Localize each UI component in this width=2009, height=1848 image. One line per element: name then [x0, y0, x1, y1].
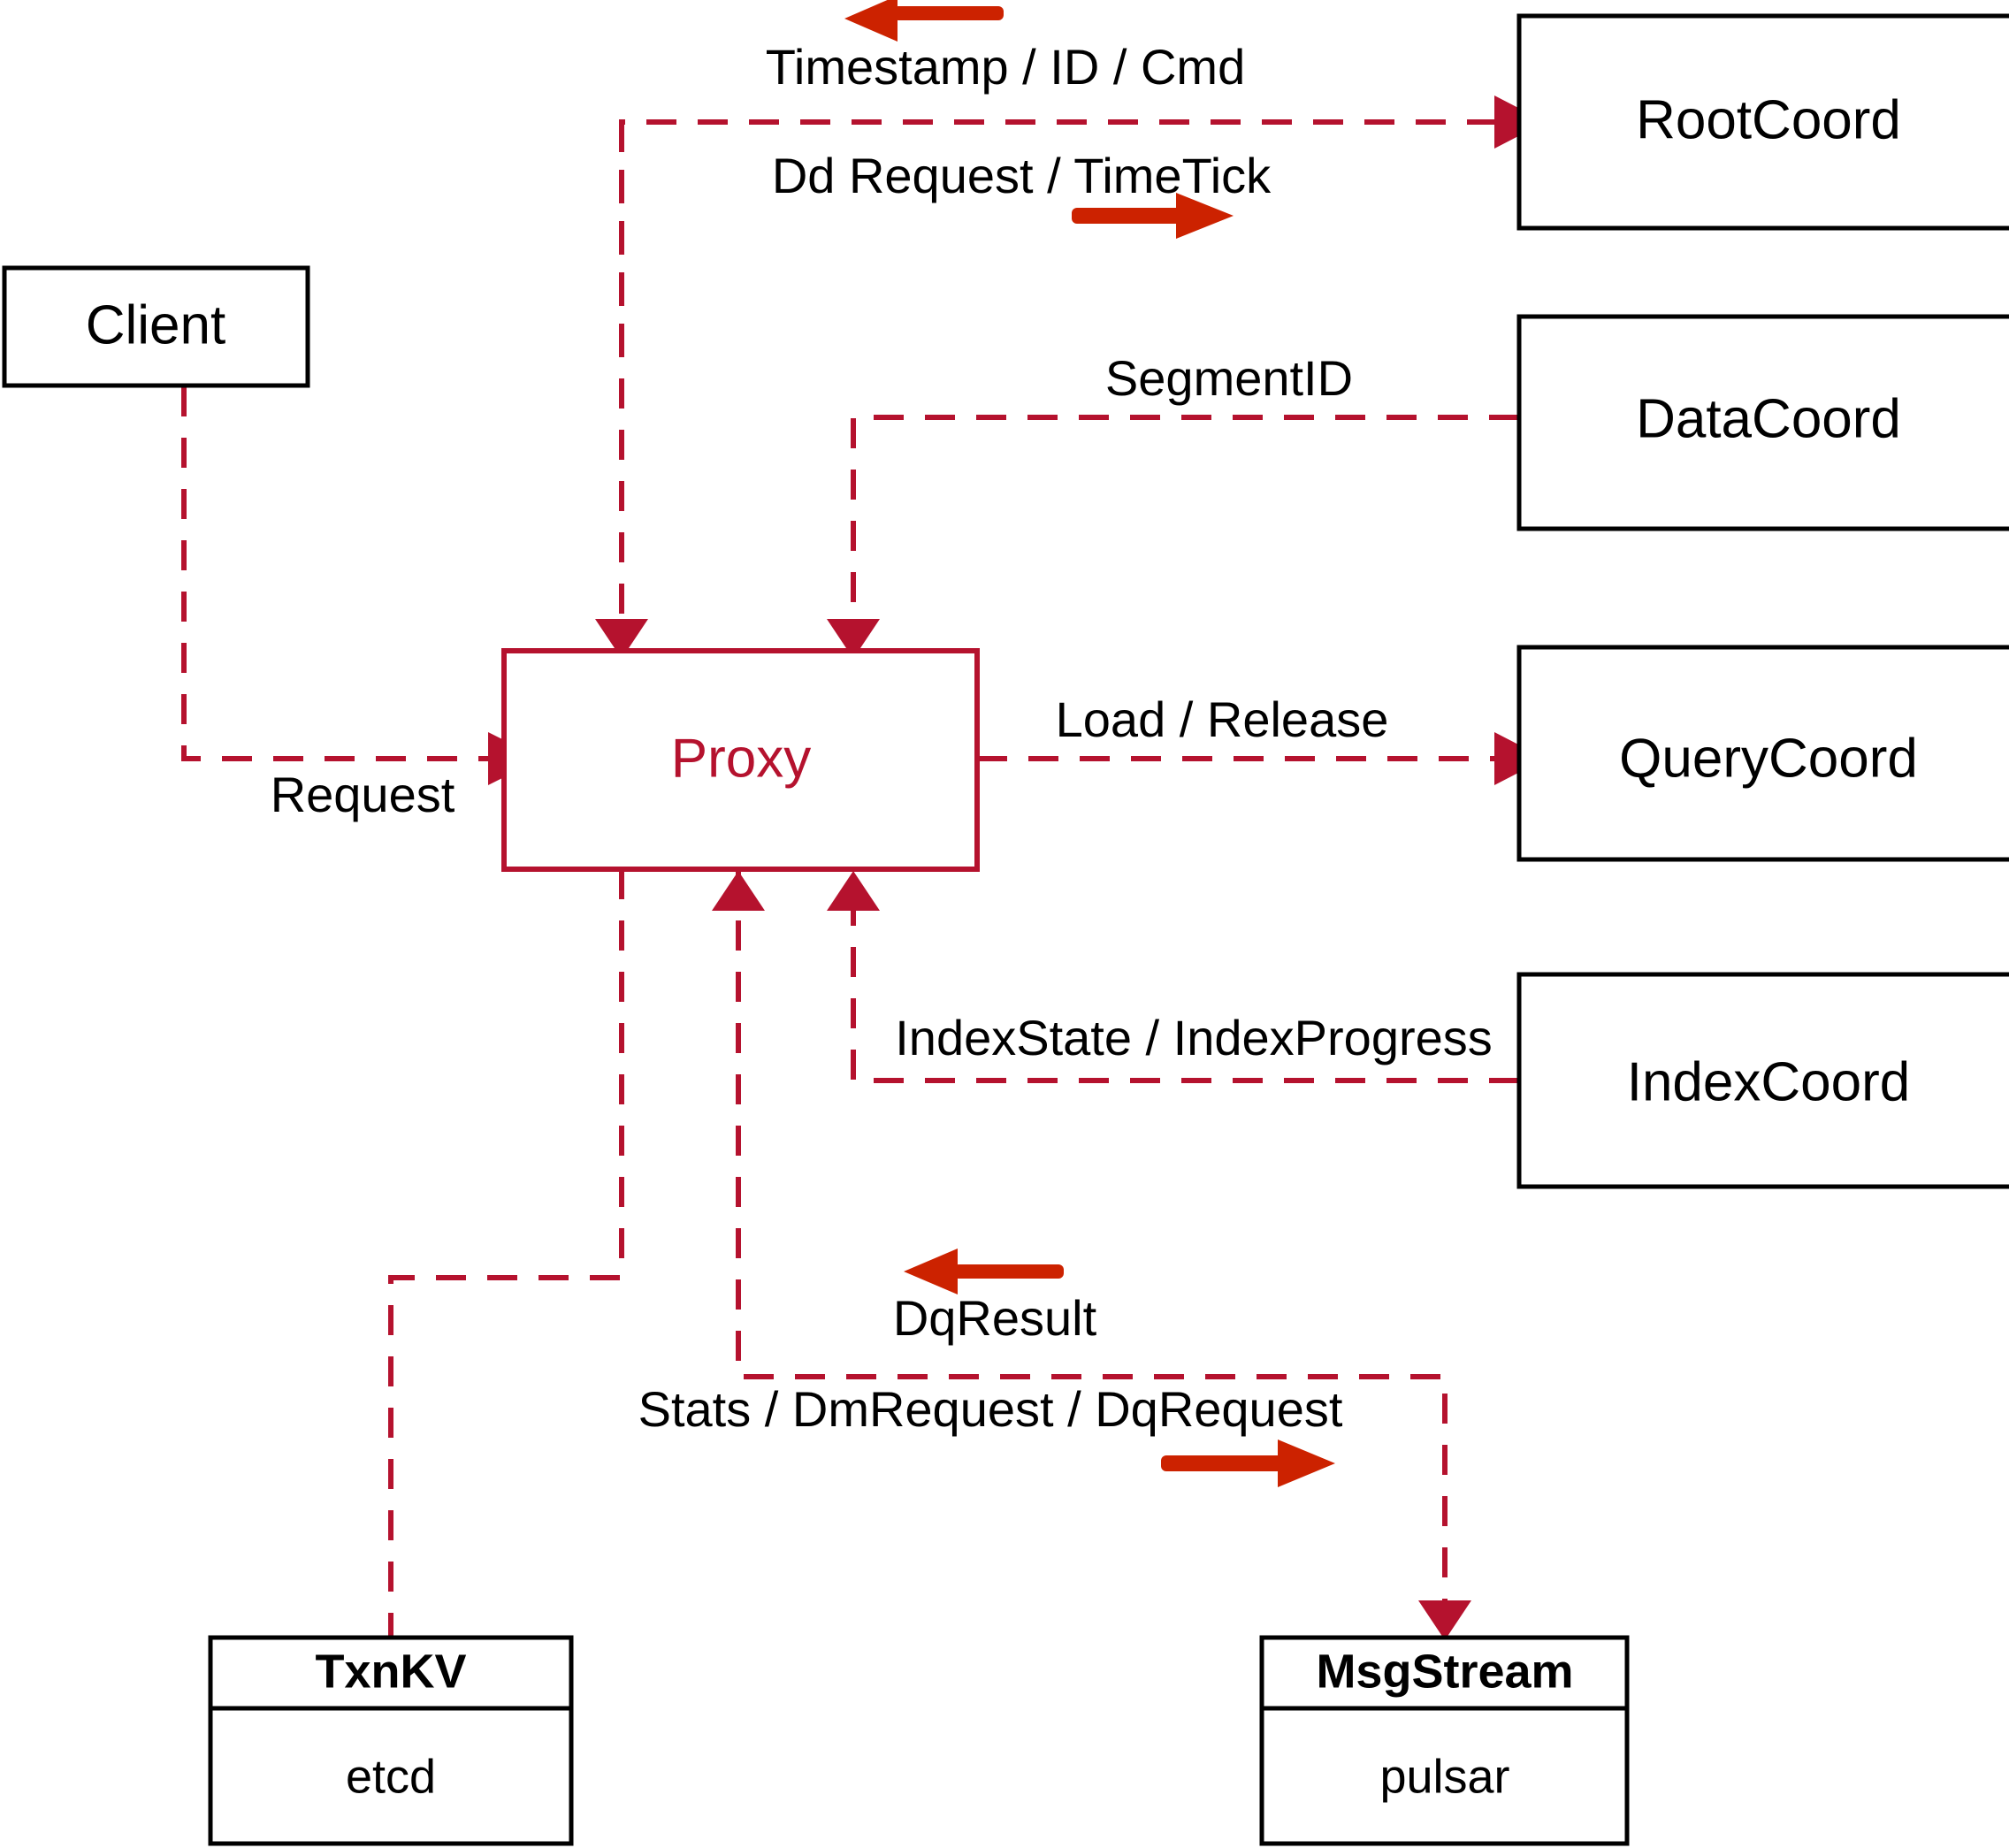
edge-indexcoord-in-path: [851, 911, 1519, 1083]
edge-label-indexcoord-in: IndexState / IndexProgress: [895, 1010, 1493, 1065]
node-proxy[interactable]: Proxy: [501, 648, 980, 872]
edge-datacoord-in: [827, 415, 1519, 659]
edge-indexcoord-in: [827, 871, 1519, 1083]
edge-txnkv-link-path: [388, 869, 624, 1638]
node-data-coord[interactable]: DataCoord: [1516, 314, 2009, 531]
edge-client-request-path: [181, 386, 488, 761]
node-txn-kv-box[interactable]: [208, 1635, 574, 1846]
edge-msgstream-out: [736, 869, 1471, 1640]
edge-datacoord-in-path: [851, 415, 1519, 619]
node-index-coord-label: IndexCoord: [1627, 1051, 1911, 1112]
node-query-coord-label: QueryCoord: [1619, 728, 1918, 789]
edge-rootcoord-in: [595, 122, 648, 659]
node-root-coord-box[interactable]: [1516, 13, 2009, 231]
edge-rootcoord-out: [619, 95, 1546, 354]
node-txn-kv-label: TxnKV: [315, 1645, 466, 1698]
edge-txnkv-link: [388, 869, 624, 1638]
edge-label-rootcoord-out: Dd Request / TimeTick: [772, 148, 1272, 203]
edge-label-msgstream-out: Stats / DmRequest / DqRequest: [638, 1381, 1343, 1437]
edge-msgstream-out-arrowhead: [1418, 1600, 1471, 1640]
edge-label-client-request: Request: [271, 767, 455, 822]
node-root-coord[interactable]: RootCoord: [1516, 13, 2009, 231]
node-data-coord-label: DataCoord: [1636, 388, 1901, 449]
node-data-coord-box[interactable]: [1516, 314, 2009, 531]
node-query-coord-box[interactable]: [1516, 645, 2009, 862]
edge-label-querycoord-out: Load / Release: [1056, 691, 1389, 747]
annotation-arrow-timestamp-left: [844, 0, 1004, 42]
edge-label-msgstream-in: DqResult: [893, 1290, 1097, 1346]
annotation-arrow-ddrequest-right: [1072, 193, 1234, 239]
node-txn-kv-impl: etcd: [346, 1750, 436, 1803]
node-client-label: Client: [86, 294, 226, 355]
node-index-coord[interactable]: IndexCoord: [1516, 972, 2009, 1189]
node-txn-kv[interactable]: TxnKV etcd: [208, 1635, 574, 1846]
annotation-arrow-dmrequest-right: [1161, 1439, 1335, 1487]
edge-rootcoord-in-arrowhead: [595, 619, 648, 659]
node-proxy-label: Proxy: [671, 728, 811, 789]
edge-msgstream-out-path: [736, 869, 1448, 1600]
annotation-arrow-dqresult-left: [904, 1249, 1064, 1294]
node-msg-stream[interactable]: MsgStream pulsar: [1259, 1635, 1630, 1846]
edge-label-datacoord-in: SegmentID: [1105, 350, 1353, 406]
edge-indexcoord-in-arrowhead: [827, 871, 880, 911]
edge-msgstream-in: [712, 871, 765, 911]
node-msg-stream-box[interactable]: [1259, 1635, 1630, 1846]
node-client[interactable]: Client: [2, 265, 310, 388]
edge-msgstream-in-arrowhead: [712, 871, 765, 911]
edge-datacoord-in-arrowhead: [827, 619, 880, 659]
node-msg-stream-impl: pulsar: [1379, 1750, 1509, 1803]
node-root-coord-label: RootCoord: [1636, 89, 1901, 150]
node-query-coord[interactable]: QueryCoord: [1516, 645, 2009, 862]
node-msg-stream-label: MsgStream: [1316, 1645, 1573, 1698]
node-client-box[interactable]: [2, 265, 310, 388]
node-proxy-box[interactable]: [501, 648, 980, 872]
edge-client-request: [181, 386, 541, 785]
node-index-coord-box[interactable]: [1516, 972, 2009, 1189]
edge-label-rootcoord-in: Timestamp / ID / Cmd: [766, 39, 1245, 95]
